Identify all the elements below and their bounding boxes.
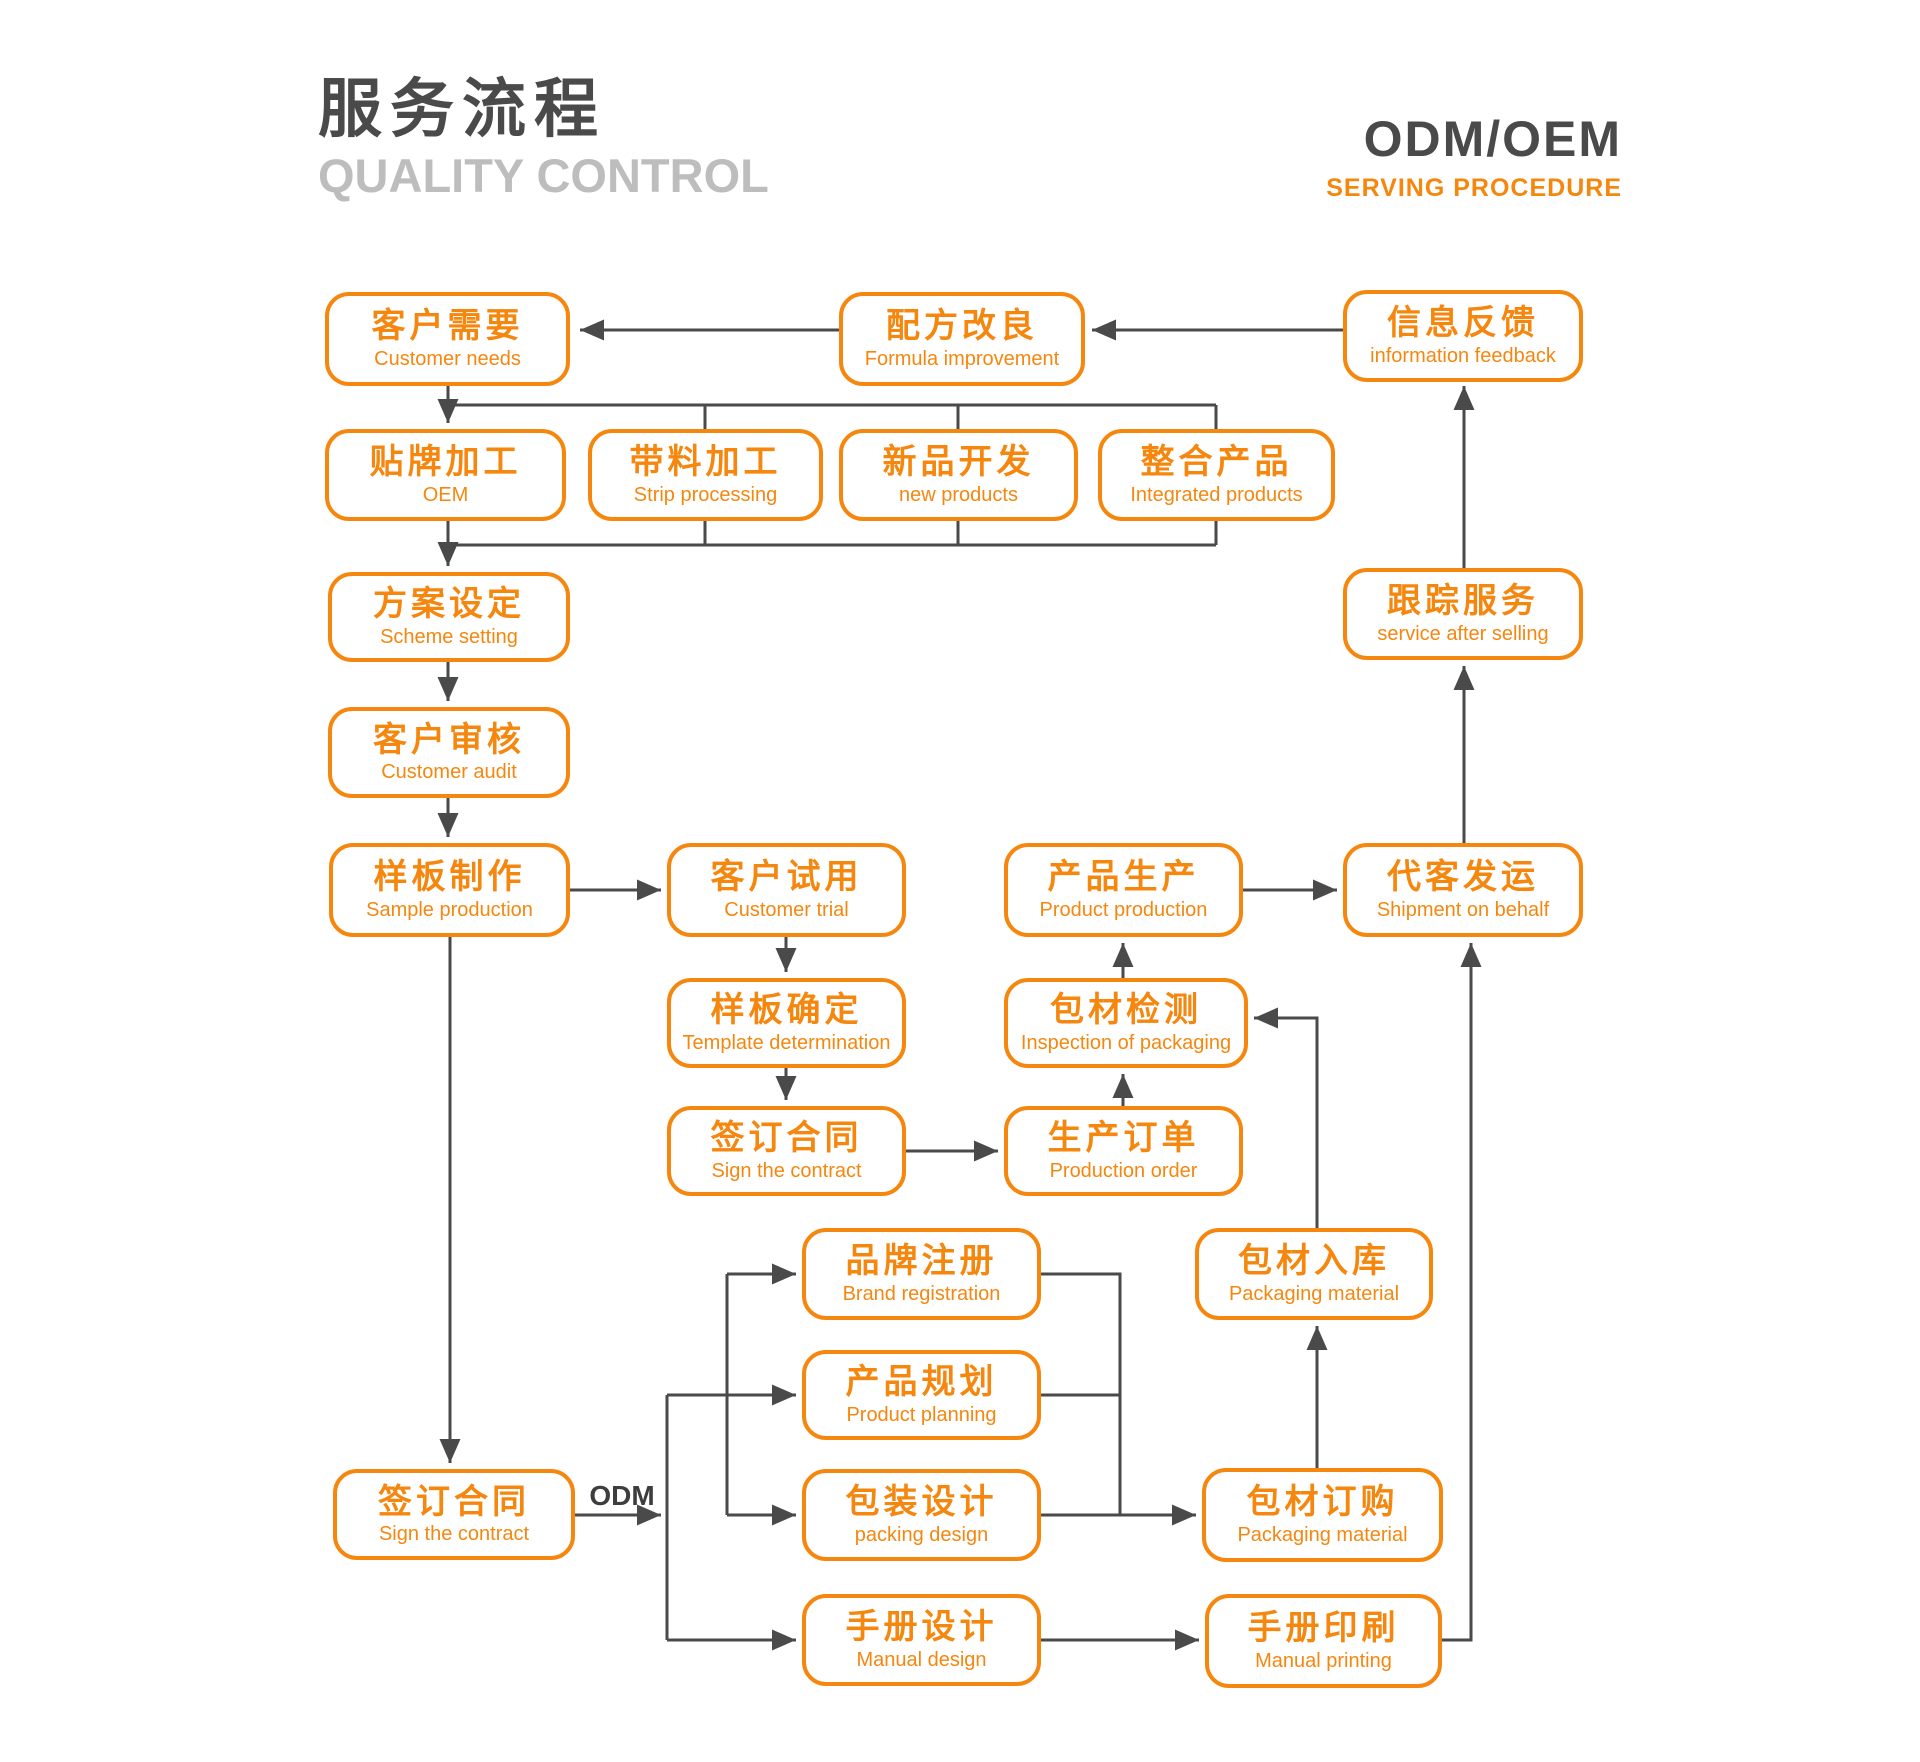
page-subtitle: QUALITY CONTROL	[318, 149, 769, 202]
node-label-en: Packaging material	[1237, 1523, 1408, 1546]
node-label-zh: 品牌注册	[845, 1242, 998, 1281]
node-integrated-products: 整合产品 Integrated products	[1098, 429, 1335, 521]
node-label-en: Inspection of packaging	[1020, 1031, 1232, 1054]
node-strip-processing: 带料加工 Strip processing	[588, 429, 823, 521]
node-sign-contract-mid: 签订合同 Sign the contract	[667, 1106, 906, 1196]
node-label-en: Sign the contract	[378, 1523, 530, 1546]
node-label-zh: 签订合同	[378, 1482, 530, 1521]
node-label-zh: 配方改良	[886, 307, 1038, 346]
node-label-zh: 客户需要	[371, 307, 524, 346]
node-oem: 贴牌加工 OEM	[325, 429, 566, 521]
node-label-en: service after selling	[1377, 622, 1549, 645]
node-manual-printing: 手册印刷 Manual printing	[1205, 1594, 1442, 1688]
node-label-zh: 手册印刷	[1247, 1609, 1400, 1648]
node-label-zh: 信息反馈	[1387, 304, 1539, 343]
node-packing-design: 包装设计 packing design	[802, 1469, 1041, 1561]
node-label-zh: 手册设计	[845, 1608, 998, 1647]
node-label-en: information feedback	[1370, 344, 1556, 367]
node-label-zh: 包材订购	[1246, 1483, 1399, 1522]
arrow-storage-to-inspection	[1254, 1007, 1319, 1228]
node-sign-contract-bottom: 签订合同 Sign the contract	[333, 1469, 575, 1560]
node-service-after-selling: 跟踪服务 service after selling	[1343, 568, 1583, 660]
page-title: 服务流程	[318, 73, 606, 145]
node-manual-design: 手册设计 Manual design	[802, 1594, 1041, 1686]
node-label-en: Manual printing	[1255, 1649, 1392, 1672]
node-label-zh: 跟踪服务	[1387, 582, 1539, 621]
node-customer-needs: 客户需要 Customer needs	[325, 292, 570, 386]
node-label-en: Product production	[1039, 898, 1208, 921]
node-label-en: Strip processing	[633, 483, 778, 506]
node-label-en: Customer needs	[374, 347, 521, 370]
node-label-zh: 整合产品	[1140, 443, 1293, 482]
node-label-zh: 包装设计	[845, 1483, 998, 1522]
node-label-zh: 客户试用	[710, 858, 863, 897]
node-label-en: Formula improvement	[864, 347, 1060, 370]
node-label-en: Shipment on behalf	[1376, 898, 1550, 921]
node-label-en: OEM	[422, 483, 469, 506]
node-label-zh: 包材检测	[1050, 991, 1202, 1030]
node-product-production: 产品生产 Product production	[1004, 843, 1243, 937]
serving-procedure-subtitle: SERVING PROCEDURE	[1326, 174, 1622, 202]
node-new-products: 新品开发 new products	[839, 429, 1078, 521]
collector-brand-registration	[1041, 1272, 1122, 1515]
node-packaging-order: 包材订购 Packaging material	[1202, 1468, 1443, 1562]
arrow-printing-to-shipment	[1442, 943, 1482, 1642]
node-label-zh: 产品生产	[1047, 858, 1200, 897]
node-label-en: Integrated products	[1130, 483, 1303, 506]
node-label-en: Brand registration	[842, 1282, 1001, 1305]
node-label-en: Customer audit	[381, 761, 517, 784]
node-label-en: Sample production	[366, 898, 533, 921]
node-shipment-on-behalf: 代客发运 Shipment on behalf	[1343, 843, 1583, 937]
node-production-order: 生产订单 Production order	[1004, 1106, 1243, 1196]
node-customer-trial: 客户试用 Customer trial	[667, 843, 906, 937]
node-template-determination: 样板确定 Template determination	[667, 978, 906, 1068]
node-label-zh: 样板制作	[373, 858, 526, 897]
node-label-en: Packaging material	[1228, 1282, 1400, 1305]
node-packaging-storage: 包材入库 Packaging material	[1195, 1228, 1433, 1320]
node-product-planning: 产品规划 Product planning	[802, 1350, 1041, 1440]
node-customer-audit: 客户审核 Customer audit	[328, 707, 570, 798]
node-label-en: Sign the contract	[711, 1159, 862, 1182]
node-label-zh: 代客发运	[1387, 858, 1539, 897]
node-information-feedback: 信息反馈 information feedback	[1343, 290, 1583, 382]
node-label-zh: 产品规划	[845, 1363, 998, 1402]
node-label-en: Manual design	[856, 1648, 987, 1671]
odm-edge-label: ODM	[589, 1480, 655, 1511]
node-label-en: Scheme setting	[380, 625, 518, 648]
odm-oem-title: ODM/OEM	[1363, 111, 1622, 167]
node-label-en: Customer trial	[724, 898, 849, 921]
node-sample-production: 样板制作 Sample production	[329, 843, 570, 937]
node-label-zh: 带料加工	[629, 443, 782, 482]
node-label-zh: 包材入库	[1238, 1242, 1390, 1281]
node-label-en: Product planning	[846, 1403, 997, 1426]
node-label-en: Production order	[1049, 1159, 1198, 1182]
node-inspection-of-packaging: 包材检测 Inspection of packaging	[1004, 978, 1248, 1068]
node-label-zh: 签订合同	[710, 1119, 863, 1158]
node-label-zh: 方案设定	[373, 585, 525, 624]
node-brand-registration: 品牌注册 Brand registration	[802, 1228, 1041, 1320]
node-label-zh: 新品开发	[882, 443, 1035, 482]
node-label-zh: 贴牌加工	[369, 443, 522, 482]
node-label-zh: 生产订单	[1047, 1119, 1200, 1158]
node-formula-improvement: 配方改良 Formula improvement	[839, 292, 1085, 386]
node-label-en: new products	[899, 483, 1018, 506]
node-label-zh: 样板确定	[710, 991, 863, 1030]
node-label-en: Template determination	[682, 1031, 891, 1054]
node-scheme-setting: 方案设定 Scheme setting	[328, 572, 570, 662]
node-label-en: packing design	[854, 1523, 989, 1546]
node-label-zh: 客户审核	[373, 720, 525, 759]
